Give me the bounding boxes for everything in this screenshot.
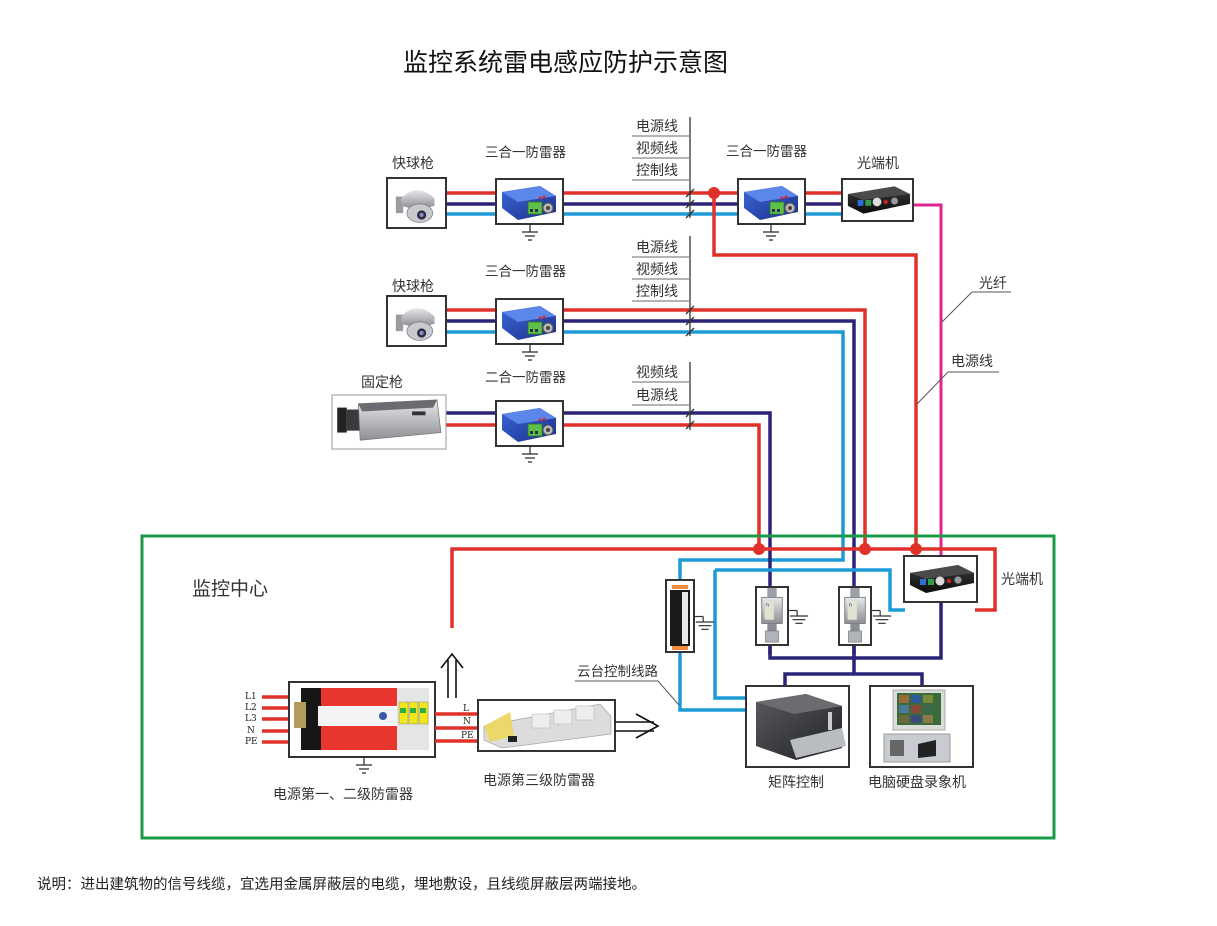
video-arrester-2[interactable] xyxy=(838,586,872,646)
row3-2in1-arrester[interactable] xyxy=(495,400,564,447)
row1-line-labels: 电源线 视频线 控制线 xyxy=(632,119,690,181)
row3-arrester-label: 二合一防雷器 xyxy=(485,370,566,386)
up-arrow-icon xyxy=(440,652,464,698)
power-stage3-terminals: L N PE xyxy=(435,704,478,743)
line-label-power: 电源线 xyxy=(636,119,678,135)
row1-camera-label: 快球枪 xyxy=(392,155,434,172)
right-arrow-icon xyxy=(615,713,660,739)
terminal-label: L3 xyxy=(245,714,257,724)
dvr-computer[interactable] xyxy=(869,685,974,768)
monitoring-center-title: 监控中心 xyxy=(192,578,268,600)
row2-control-wire-b xyxy=(563,330,845,580)
row2-3in1-arrester[interactable] xyxy=(495,298,564,345)
wiring xyxy=(446,191,997,712)
ground-icon xyxy=(694,615,715,630)
terminal-label: L xyxy=(463,704,469,714)
row1-optical-transceiver[interactable] xyxy=(841,178,914,222)
video-arrester-1[interactable] xyxy=(755,586,789,646)
junction-dot xyxy=(859,543,871,555)
video-split-wire xyxy=(783,672,924,686)
ground-icon xyxy=(788,609,809,624)
row2-arrester-label: 三合一防雷器 xyxy=(485,264,566,280)
row3-power-wire-b xyxy=(563,423,761,549)
ground-icon xyxy=(762,224,780,241)
ptz-control-arrester[interactable] xyxy=(665,579,695,653)
line-label-power: 电源线 xyxy=(636,388,678,404)
ground-icon xyxy=(355,757,373,774)
power-stage12-arrester[interactable] xyxy=(288,681,436,758)
terminal-label: L2 xyxy=(245,703,257,713)
center-optical-transceiver[interactable] xyxy=(903,555,978,603)
terminal-label: N xyxy=(463,717,471,727)
matrix-controller[interactable] xyxy=(745,685,850,768)
fiber-wire xyxy=(913,203,943,556)
line-label-video: 视频线 xyxy=(636,141,678,157)
row1-speed-dome-camera[interactable] xyxy=(386,177,447,229)
ptz-control-wire-b xyxy=(715,568,905,612)
fiber-callout: 光纤 xyxy=(941,276,1011,323)
power-stage3-label: 电源第三级防雷器 xyxy=(483,772,595,789)
power-stage3-arrester[interactable] xyxy=(477,699,616,752)
row1-remote-arrester-label: 三合一防雷器 xyxy=(726,144,807,160)
power-callout: 电源线 xyxy=(916,354,999,405)
ptz-control-wire-a xyxy=(678,652,748,712)
line-label-control: 控制线 xyxy=(636,163,678,179)
diagram-title: 监控系统雷电感应防护示意图 xyxy=(403,48,728,77)
line-label-power: 电源线 xyxy=(636,240,678,256)
footnote: 说明：进出建筑物的信号线缆，宜选用金属屏蔽层的电缆，埋地敷设，且线缆屏蔽层两端接… xyxy=(37,876,646,893)
dvr-computer-label: 电脑硬盘录象机 xyxy=(868,774,966,791)
ptz-control-wire-c xyxy=(713,570,748,700)
row1-power-drop xyxy=(712,193,918,549)
row2-power-wire-b xyxy=(563,308,867,549)
junction-dot xyxy=(753,543,765,555)
matrix-controller-label: 矩阵控制 xyxy=(768,775,824,791)
terminal-label: PE xyxy=(461,731,474,741)
row3-camera-label: 固定枪 xyxy=(361,374,403,391)
terminal-label: N xyxy=(247,726,255,736)
row3-fixed-box-camera[interactable] xyxy=(331,394,447,450)
row3-video-wire-b xyxy=(563,411,772,655)
terminal-label: L1 xyxy=(245,692,257,702)
row1-remote-3in1-arrester[interactable] xyxy=(737,178,806,225)
ptz-control-callout-label: 云台控制线路 xyxy=(577,664,658,680)
line-label-control: 控制线 xyxy=(636,284,678,300)
power-stage12-label: 电源第一、二级防雷器 xyxy=(273,786,413,803)
center-power-bus xyxy=(450,547,997,628)
row2-speed-dome-camera[interactable] xyxy=(386,295,447,347)
power-stage12-terminals: L1 L2 L3 N PE xyxy=(245,692,289,747)
row2-camera-label: 快球枪 xyxy=(392,278,434,295)
line-label-video: 视频线 xyxy=(636,365,678,381)
ground-icon xyxy=(521,446,539,463)
row2-line-labels: 电源线 视频线 控制线 xyxy=(632,240,690,302)
row3-line-labels: 视频线 电源线 xyxy=(632,365,690,406)
row2-video-wire-b xyxy=(563,319,856,655)
ground-icon xyxy=(871,609,892,624)
ground-icon xyxy=(521,224,539,241)
row1-arrester-label: 三合一防雷器 xyxy=(485,145,566,161)
power-callout-label: 电源线 xyxy=(951,354,993,370)
ground-icon xyxy=(521,344,539,361)
terminal-label: PE xyxy=(245,737,258,747)
fiber-callout-label: 光纤 xyxy=(979,276,1007,292)
line-label-video: 视频线 xyxy=(636,262,678,278)
row1-3in1-arrester[interactable] xyxy=(495,178,564,225)
junction-dot xyxy=(708,187,720,199)
junction-dot xyxy=(910,543,922,555)
wire-tick-marks xyxy=(685,117,695,430)
row1-optical-transceiver-label: 光端机 xyxy=(857,156,899,172)
monitoring-center-boundary xyxy=(140,534,1056,840)
junction-dots xyxy=(708,187,922,555)
ptz-control-callout: 云台控制线路 xyxy=(575,664,680,706)
center-optical-transceiver-label: 光端机 xyxy=(1001,572,1043,588)
